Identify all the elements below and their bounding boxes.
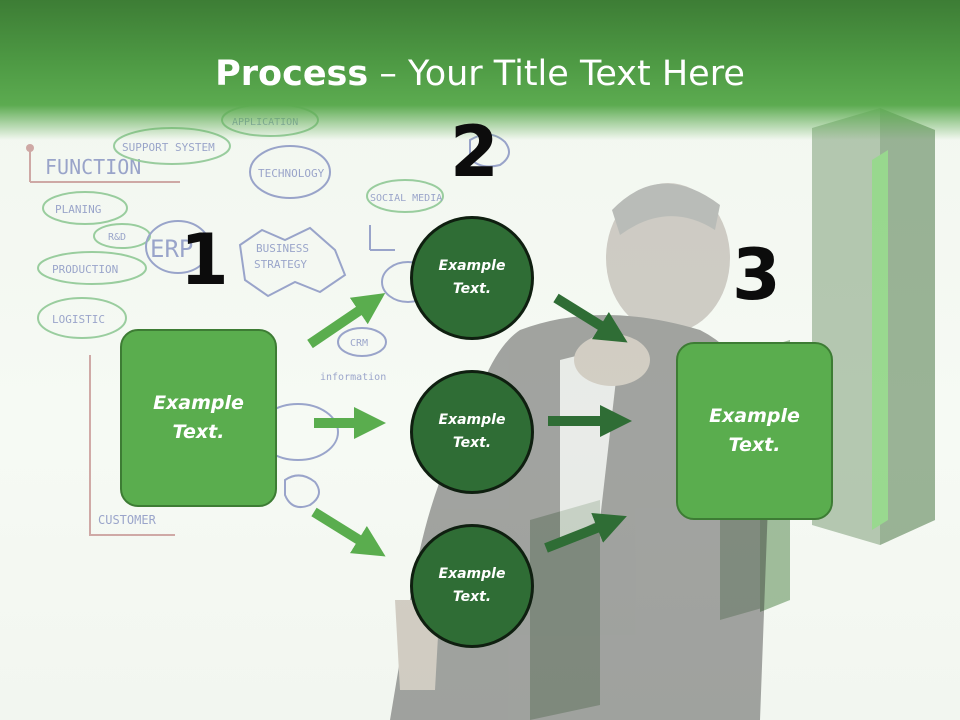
circle-top-line-2: Text.	[452, 281, 492, 297]
arrow-circle-3-to-3	[544, 512, 627, 553]
title-rest: – Your Title Text Here	[368, 54, 745, 94]
step-2-circle-top[interactable]: Example Text.	[410, 216, 534, 340]
svg-text:information: information	[320, 372, 386, 383]
svg-text:PLANING: PLANING	[55, 203, 101, 216]
svg-text:CRM: CRM	[350, 338, 368, 349]
step-2-circle-middle[interactable]: Example Text.	[410, 370, 534, 494]
svg-text:R&D: R&D	[108, 232, 126, 243]
circle-bottom-line-1: Example	[438, 566, 506, 582]
step-1-line-1: Example	[153, 392, 244, 414]
step-1-line-2: Text.	[172, 421, 225, 443]
circle-middle-text: Example Text.	[439, 409, 506, 455]
step-1-text: Example Text.	[153, 389, 244, 447]
circle-top-text: Example Text.	[439, 255, 506, 301]
title-bold: Process	[215, 54, 369, 94]
title-bar	[0, 0, 960, 140]
step-3-line-1: Example	[709, 405, 800, 427]
step-2-circle-bottom[interactable]: Example Text.	[410, 524, 534, 648]
svg-text:FUNCTION: FUNCTION	[45, 155, 141, 179]
svg-text:ERP: ERP	[150, 235, 193, 263]
svg-text:SUPPORT SYSTEM: SUPPORT SYSTEM	[122, 141, 215, 154]
svg-text:TECHNOLOGY: TECHNOLOGY	[258, 167, 325, 180]
step-number-3: 3	[732, 234, 781, 316]
arrow-1-to-circle-3	[311, 507, 386, 557]
step-3-text: Example Text.	[709, 402, 800, 460]
svg-text:PRODUCTION: PRODUCTION	[52, 263, 118, 276]
svg-text:SOCIAL MEDIA: SOCIAL MEDIA	[370, 193, 442, 204]
circle-top-line-1: Example	[438, 258, 506, 274]
step-3-line-2: Text.	[728, 434, 781, 456]
circle-middle-line-2: Text.	[452, 435, 492, 451]
circle-middle-line-1: Example	[438, 412, 506, 428]
step-1-box[interactable]: Example Text.	[120, 329, 277, 507]
circle-bottom-line-2: Text.	[452, 589, 492, 605]
svg-text:LOGISTIC: LOGISTIC	[52, 313, 105, 326]
step-number-1: 1	[180, 219, 229, 301]
slide-title: Process – Your Title Text Here	[0, 52, 960, 96]
step-3-box[interactable]: Example Text.	[676, 342, 833, 520]
arrow-circle-1-to-3	[553, 293, 628, 343]
arrow-1-to-circle-1	[307, 293, 386, 349]
svg-text:BUSINESS: BUSINESS	[256, 242, 309, 255]
circle-bottom-text: Example Text.	[439, 563, 506, 609]
step-number-2: 2	[450, 111, 499, 193]
svg-text:CUSTOMER: CUSTOMER	[98, 513, 157, 527]
svg-text:STRATEGY: STRATEGY	[254, 258, 307, 271]
